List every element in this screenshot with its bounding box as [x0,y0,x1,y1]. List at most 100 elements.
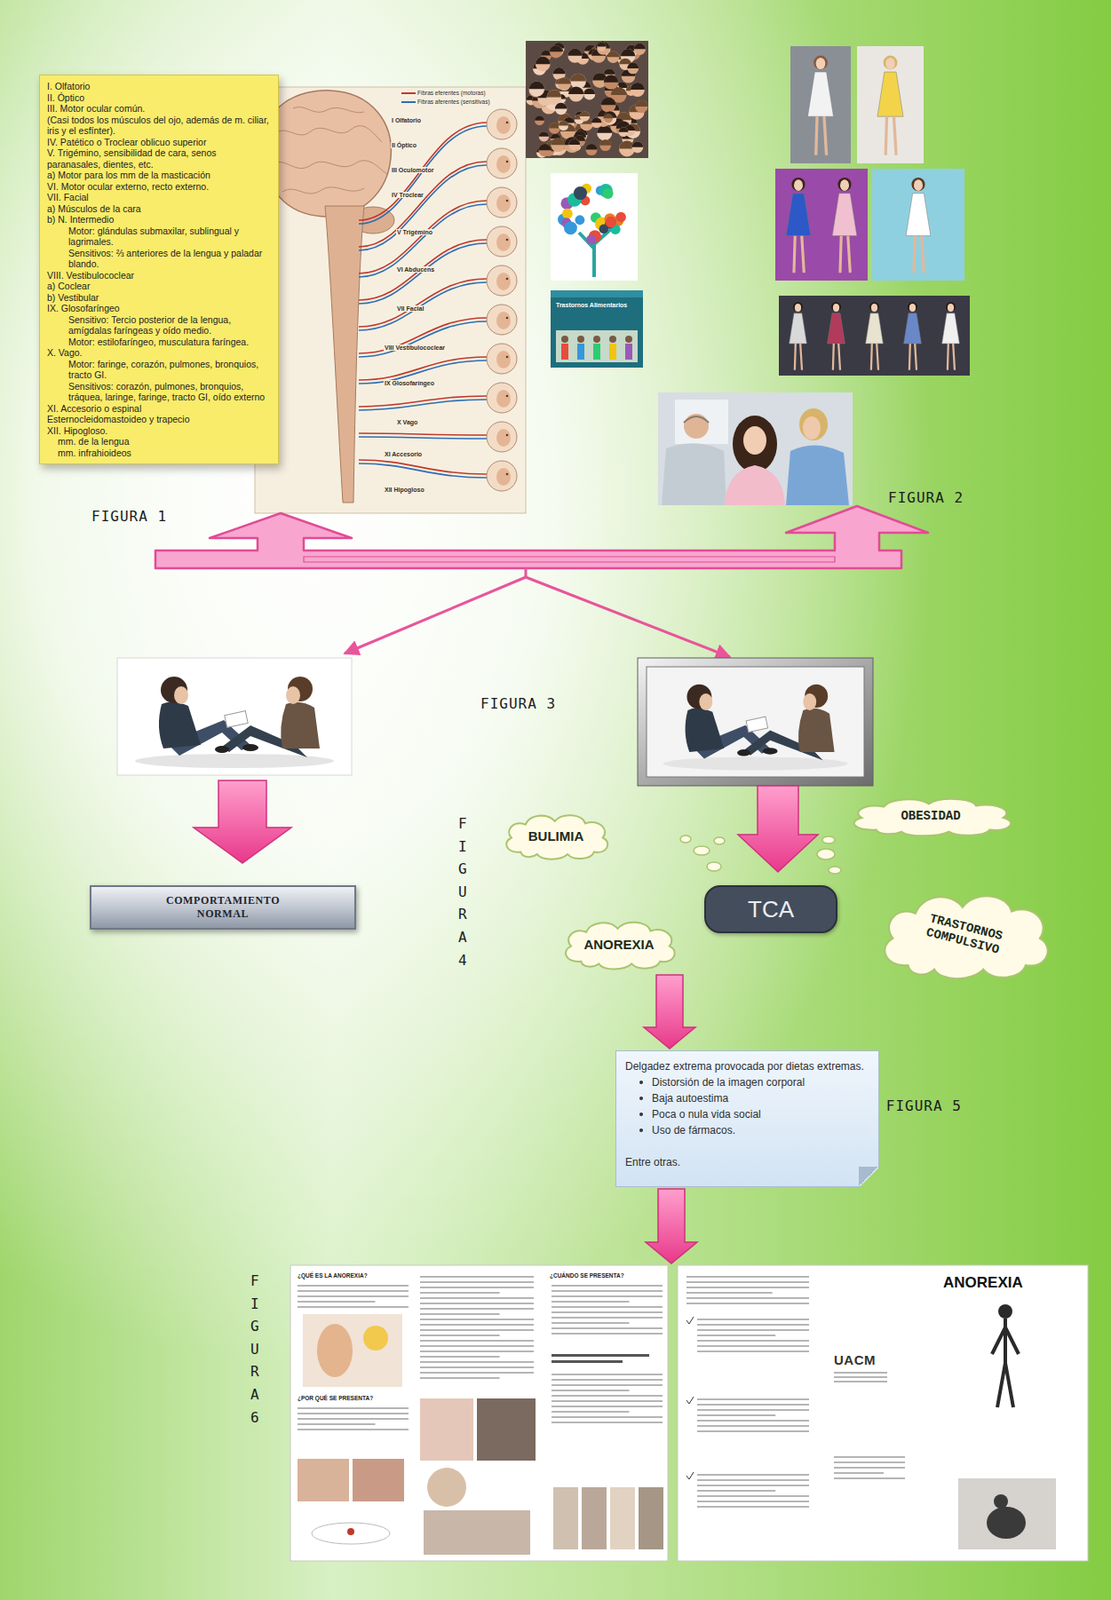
fashion-photos [778,295,970,376]
label-slot: III Oculomotor [390,159,435,176]
family-photo [683,416,709,423]
anatomy-chart [282,187,365,194]
cranial-nerves [358,399,487,411]
brochure-art [363,1325,389,1351]
crowd-photo [546,89,562,97]
crowd-photo [626,63,639,69]
crowd-photo [568,86,584,102]
crowd-photo [634,100,648,113]
family-photo [683,413,709,439]
crowd-photo [538,143,551,157]
fashion-photos [909,303,916,312]
fashion-photos [904,313,922,344]
crowd-photo [620,48,635,56]
list-item: (Casi todos los músculos del ojo, además… [47,114,271,137]
social-media-tree [605,216,618,229]
crowd-photo [570,73,587,82]
anatomy-chart [293,107,365,113]
brochure-art [551,1295,663,1298]
book-cover [609,335,617,343]
social-media-tree [579,229,612,278]
list-item: IV. Patético o Troclear oblicuo superior [47,136,271,149]
label-slot: IV Troclear [390,184,425,201]
brochure-art [551,1306,663,1309]
crowd-photo [634,100,648,107]
brochure-heading: ¿POR QUÉ SE PRESENTA? [297,1395,373,1402]
brochure-art [290,1265,1088,1562]
brochure-art [352,1459,405,1502]
brochure-art [833,1477,905,1480]
social-media-tree [586,234,596,245]
brochure-art [551,1327,663,1330]
fashion-photos [907,301,918,312]
fashion-photos [871,343,879,371]
crowd-photo [618,58,631,65]
nerve-label: VIII Vestibulococlear [383,344,446,351]
brochure-art [551,1379,663,1381]
brochure-art [551,1395,663,1397]
crowd-photo [550,134,561,140]
brochure-art [297,1407,409,1410]
note-text: Entre otras. [625,1154,865,1171]
brochure-art [686,1317,694,1325]
brochure-art [998,1304,1013,1319]
cranial-nerves [358,463,487,478]
brochure-art [553,1487,579,1550]
book-cover [550,290,643,368]
label-slot: X Vago [396,412,419,429]
label-slot: XI Accesorio [383,444,423,461]
text-slot: ¿QUÉ ES LA ANOREXIA? [297,1272,368,1279]
crowd-photo [535,56,551,72]
book-title: Trastornos Alimentarios [555,301,638,310]
cranial-nerves [486,343,517,374]
photo-framed-pair [663,684,849,771]
crowd-photo [568,86,584,95]
brochure-art [476,1398,536,1461]
brochure-art [551,1311,663,1314]
figure-label: FIGURA 4 [458,812,473,972]
photo-normal-pair [117,658,352,776]
brochure-art [697,1350,810,1353]
fashion-photos [833,343,841,371]
brochure-art [551,1285,663,1287]
cranial-nerves [358,357,487,381]
list-item: XI. Accesorio o espinal [47,403,271,415]
fashion-photos [947,303,954,312]
brochure-art [420,1292,500,1294]
note-text: Baja autoestima [625,1090,865,1107]
thought-cloud: BULIMIA [497,808,615,864]
thought-bubbles [693,846,710,856]
cranial-nerves [358,204,487,278]
brochure-art [420,1366,534,1369]
cranial-nerves [496,194,511,213]
brochure-art [420,1302,534,1305]
brochure-art [551,1301,630,1303]
cloud-label: OBESIDAD [900,809,961,824]
legend-text: Fibras eferentes (motoras) [417,89,486,96]
brochure-art [697,1430,810,1433]
cranial-nerves [486,109,517,140]
text-slot: ¿CUÁNDO SE PRESENTA? [549,1272,625,1279]
fashion-photos [840,179,850,191]
brochure-art [833,1467,905,1469]
list-item: III. Motor ocular común. [47,103,271,115]
crowd-photo [579,111,590,121]
crowd-photo [557,77,572,91]
split-arrow [344,577,731,658]
thought-bubbles [714,837,725,845]
label-slot: FIGURA 6 [250,1269,265,1429]
nerve-label: IX Glosofaríngeo [383,380,436,387]
cranial-nerves [496,272,511,291]
brochure-art [610,1487,635,1550]
fashion-photos [840,236,850,274]
crowd-photo [596,41,611,56]
crowd-photo [549,45,563,58]
book-cover [593,335,601,343]
crowd-photo [631,141,643,147]
label-slot: VIII Vestibulococlear [383,337,446,354]
brochure-art [697,1490,776,1492]
cranial-nerves [496,428,511,447]
cloud-label: BULIMIA [528,828,585,844]
crowd-photo [591,118,603,129]
brochure-art [697,1318,810,1321]
